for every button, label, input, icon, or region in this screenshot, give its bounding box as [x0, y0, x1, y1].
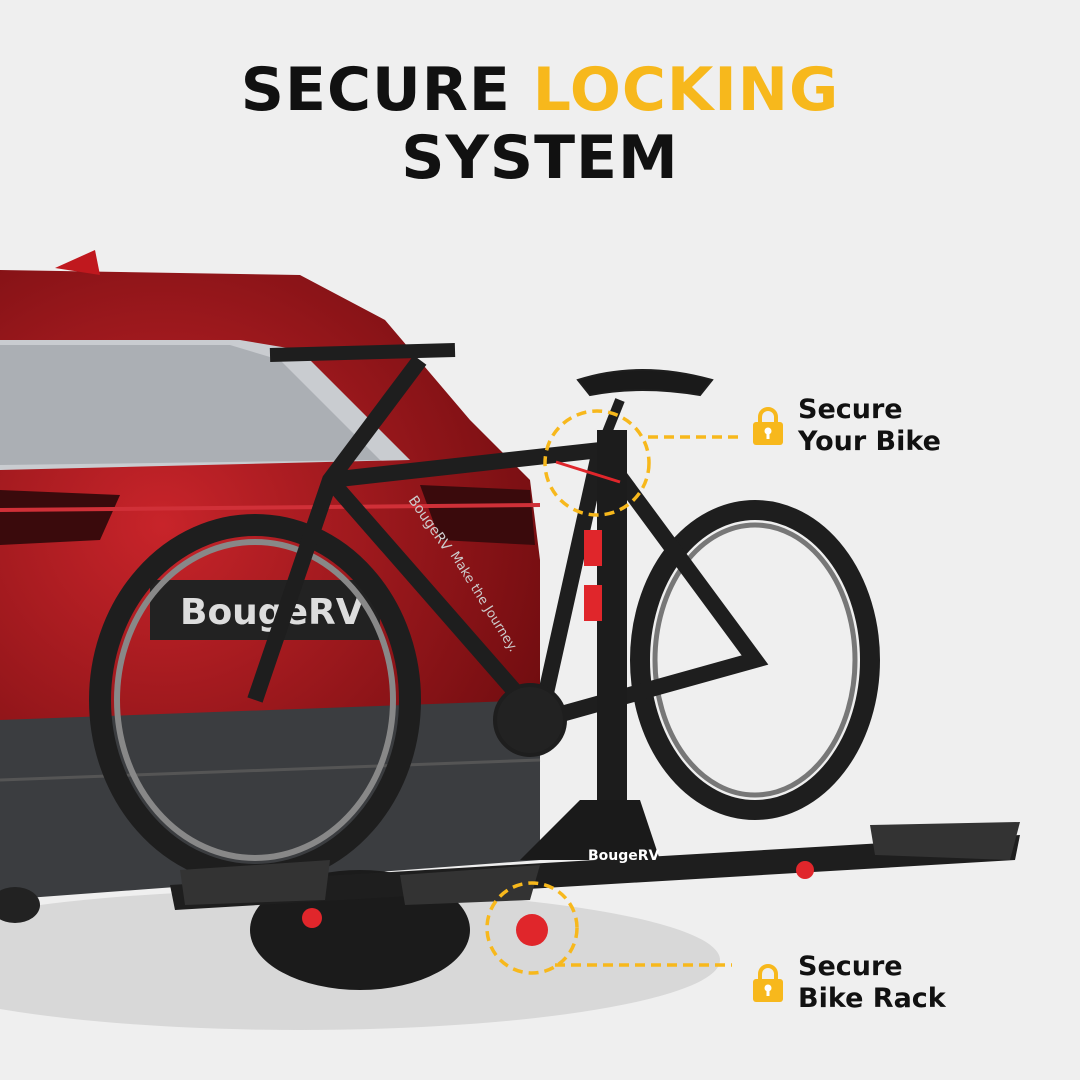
headline-black: SECURE	[240, 55, 533, 125]
license-plate-area	[150, 580, 380, 640]
callout-guides	[485, 409, 740, 975]
callout-line1: Secure	[798, 394, 903, 425]
bike-rack	[170, 430, 1020, 946]
lock-icon	[753, 407, 783, 445]
headline-line-2: SYSTEM	[401, 123, 679, 193]
rack-lever	[584, 585, 602, 621]
rack-logo-text: BougeRV	[588, 848, 660, 864]
callout-line2: Bike Rack	[798, 983, 946, 1014]
lock-icon	[753, 964, 783, 1002]
headline-line-1: SECURE LOCKING	[0, 55, 1080, 125]
headline-accent: LOCKING	[532, 55, 840, 125]
callout-line1: Secure	[798, 951, 903, 982]
callout-line2: Your Bike	[798, 426, 941, 457]
cable-lock	[555, 460, 621, 484]
exhaust	[0, 887, 40, 923]
hitch-lock	[516, 914, 548, 946]
rack-lever	[584, 530, 602, 566]
